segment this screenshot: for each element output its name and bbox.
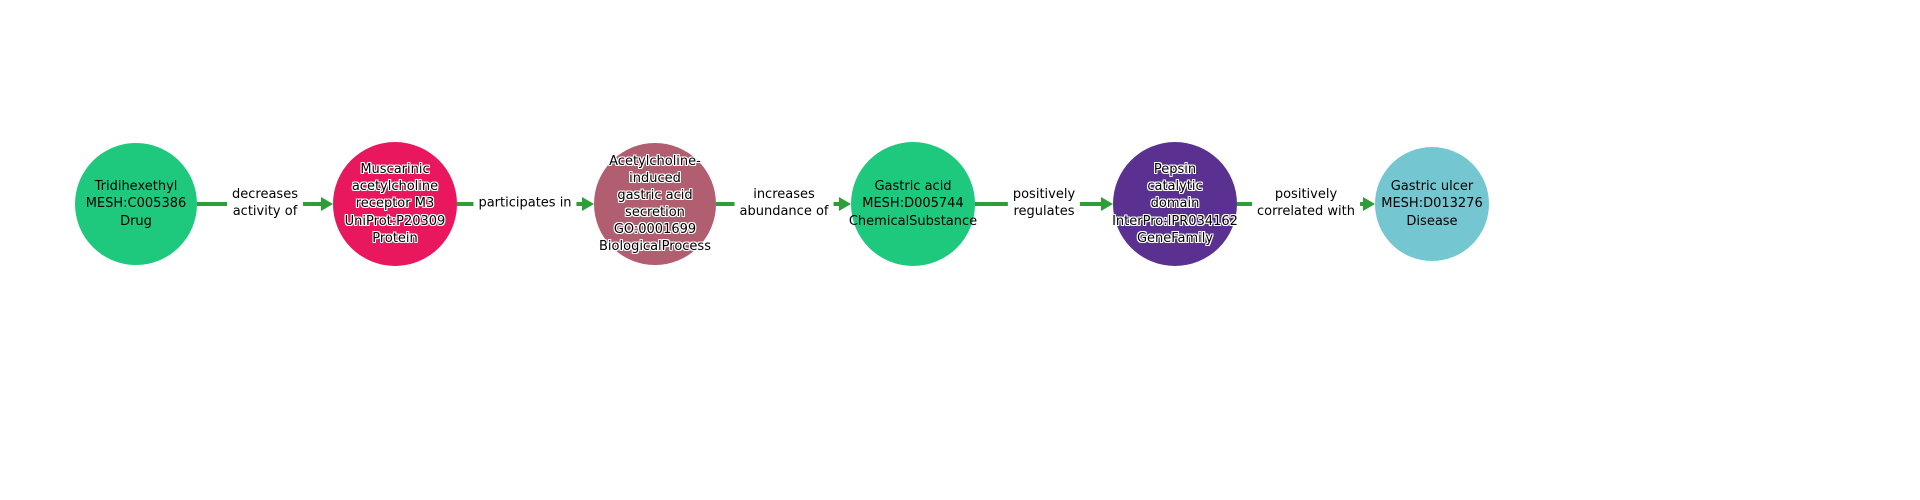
- node-gastric-ulcer[interactable]: Gastric ulcer MESH:D013276 Disease: [1375, 147, 1489, 261]
- node-label: Gastric acid MESH:D005744 ChemicalSubsta…: [848, 179, 978, 229]
- edge-label-positively-regulates: positively regulates: [1007, 186, 1081, 222]
- arrowhead-icon: [1363, 197, 1375, 211]
- arrowhead-icon: [839, 197, 851, 211]
- node-tridihexethyl[interactable]: Tridihexethyl MESH:C005386 Drug: [75, 143, 197, 265]
- node-muscarinic-acetylcholine-receptor-m3[interactable]: Muscarinic acetylcholine receptor M3 Uni…: [333, 142, 457, 266]
- edge-label-participates-in: participates in: [473, 194, 577, 214]
- node-label: Muscarinic acetylcholine receptor M3 Uni…: [344, 162, 446, 246]
- node-label: Acetylcholine- induced gastric acid secr…: [599, 153, 711, 255]
- edge-label-positively-correlated-with: positively correlated with: [1252, 186, 1360, 222]
- node-gastric-acid[interactable]: Gastric acid MESH:D005744 ChemicalSubsta…: [848, 142, 978, 266]
- arrowhead-icon: [1101, 197, 1113, 211]
- edge-label-decreases-activity-of: decreases activity of: [227, 186, 303, 222]
- node-label: Pepsin catalytic domain InterPro:IPR0341…: [1112, 162, 1238, 246]
- node-label: Tridihexethyl MESH:C005386 Drug: [85, 179, 187, 229]
- node-acetylcholine-induced-gastric-acid-secretion[interactable]: Acetylcholine- induced gastric acid secr…: [594, 143, 716, 265]
- edge-label-increases-abundance-of: increases abundance of: [734, 186, 834, 222]
- node-pepsin-catalytic-domain[interactable]: Pepsin catalytic domain InterPro:IPR0341…: [1112, 142, 1238, 266]
- arrowhead-icon: [582, 197, 594, 211]
- node-label: Gastric ulcer MESH:D013276 Disease: [1381, 179, 1483, 229]
- arrowhead-icon: [321, 197, 333, 211]
